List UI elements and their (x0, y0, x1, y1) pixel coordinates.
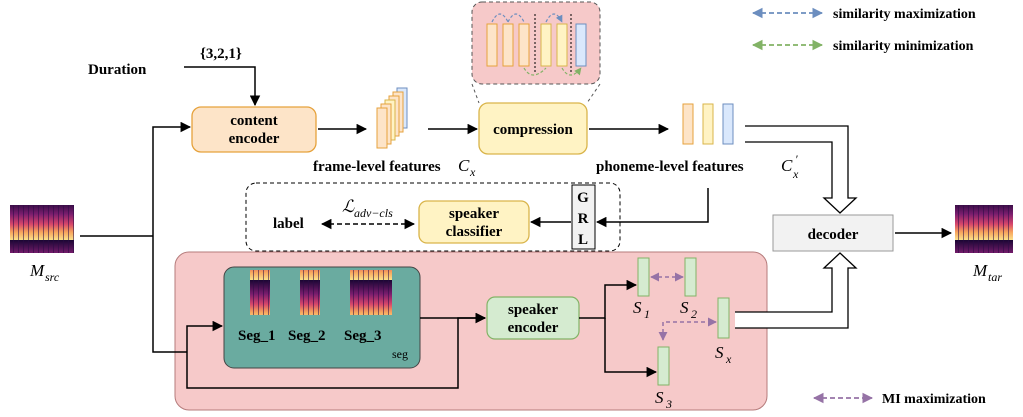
svg-text:S: S (680, 298, 689, 317)
seg1-label: Seg_1 (238, 328, 276, 344)
grl-block (571, 184, 596, 250)
inset-link-right (586, 83, 601, 104)
grl-g: G (577, 190, 589, 206)
content-encoder-line2: encoder (229, 131, 280, 147)
seg2-spectrogram (300, 270, 320, 315)
seg3-spectrogram (350, 270, 392, 315)
svg-text:M: M (972, 261, 988, 280)
grl-r: R (578, 211, 589, 227)
svg-text:adv−cls: adv−cls (354, 206, 393, 220)
s1-embedding (637, 257, 650, 297)
speaker-classifier-line2: classifier (446, 224, 503, 240)
s2-symbol: S 2 (680, 298, 697, 321)
mi-arrow-sx (658, 317, 717, 341)
svg-text:x: x (469, 165, 476, 179)
sx-embedding (717, 297, 730, 339)
inset-sim-max-arcs (491, 13, 562, 22)
legend-sim-min-label: similarity minimization (833, 39, 974, 54)
src-to-content-encoder (152, 121, 192, 236)
cx-symbol: C x (458, 156, 476, 179)
content-encoder-line1: content (230, 113, 278, 129)
seg1-spectrogram (250, 270, 270, 315)
phoneme-level-label: phoneme-level features (596, 159, 744, 175)
s3-symbol: S 3 (655, 388, 672, 411)
speaker-to-decoder-arrow (735, 252, 858, 329)
svg-text:x: x (792, 167, 799, 181)
speaker-encoder-line2: encoder (508, 320, 559, 336)
speaker-classifier-line1: speaker (449, 206, 499, 222)
decoder-block (772, 214, 894, 252)
cxp-symbol: C ′ x (781, 152, 799, 181)
s3-embedding (657, 346, 670, 386)
phonemes-to-grl (595, 188, 709, 228)
s1-symbol: S 1 (633, 298, 650, 321)
svg-text:x: x (725, 352, 732, 366)
svg-text:S: S (715, 343, 724, 362)
phoneme-level-stack (682, 103, 734, 145)
svg-text:ℒ: ℒ (342, 197, 355, 216)
duration-label: Duration (88, 62, 147, 78)
duration-arrow (184, 66, 261, 107)
seg-sublabel: seg (392, 347, 408, 361)
adversarial-box (245, 182, 621, 252)
svg-text:tar: tar (988, 270, 1002, 284)
speaker-encoder-line1: speaker (508, 302, 558, 318)
frame-level-stack (376, 87, 408, 149)
content-to-decoder-arrow (745, 125, 858, 214)
seg3-label: Seg_3 (344, 328, 382, 344)
svg-text:S: S (633, 298, 642, 317)
m-src-symbol: M src (29, 261, 60, 284)
svg-text:C: C (458, 156, 470, 175)
compression-block (478, 102, 588, 155)
svg-text:C: C (781, 156, 793, 175)
svg-text:src: src (45, 270, 60, 284)
m-tar-symbol: M tar (972, 261, 1002, 284)
source-spectrogram (10, 205, 74, 253)
legend-sim-max-label: similarity maximization (833, 7, 976, 22)
compression-label: compression (493, 122, 573, 138)
target-spectrogram (955, 205, 1013, 253)
svg-text:2: 2 (691, 307, 697, 321)
s2-embedding (684, 257, 697, 297)
svg-text:M: M (29, 261, 45, 280)
content-encoder-block (191, 106, 317, 153)
inset-sim-min-arcs (523, 68, 581, 76)
seg2-label: Seg_2 (288, 328, 326, 344)
svg-text:S: S (655, 388, 664, 407)
spk-enc-to-s3 (604, 318, 658, 378)
speaker-classifier-block (418, 200, 530, 244)
label-text: label (273, 216, 304, 232)
svg-text:3: 3 (665, 397, 672, 411)
grl-l: L (578, 232, 588, 248)
inset-link-left (471, 83, 480, 104)
segments-input-arrow (186, 320, 224, 352)
src-to-segments (152, 236, 187, 353)
decoder-label: decoder (808, 227, 859, 243)
duration-value: {3,2,1} (200, 46, 242, 62)
inset-feature-bars (486, 23, 587, 67)
spk-enc-to-s1 (579, 279, 638, 319)
frame-level-label: frame-level features (313, 159, 441, 175)
legend-mi-max-label: MI maximization (882, 392, 986, 407)
loss-symbol: ℒ adv−cls (342, 197, 393, 220)
svg-text:′: ′ (795, 152, 798, 166)
svg-text:1: 1 (644, 307, 650, 321)
sx-symbol: S x (715, 343, 732, 366)
